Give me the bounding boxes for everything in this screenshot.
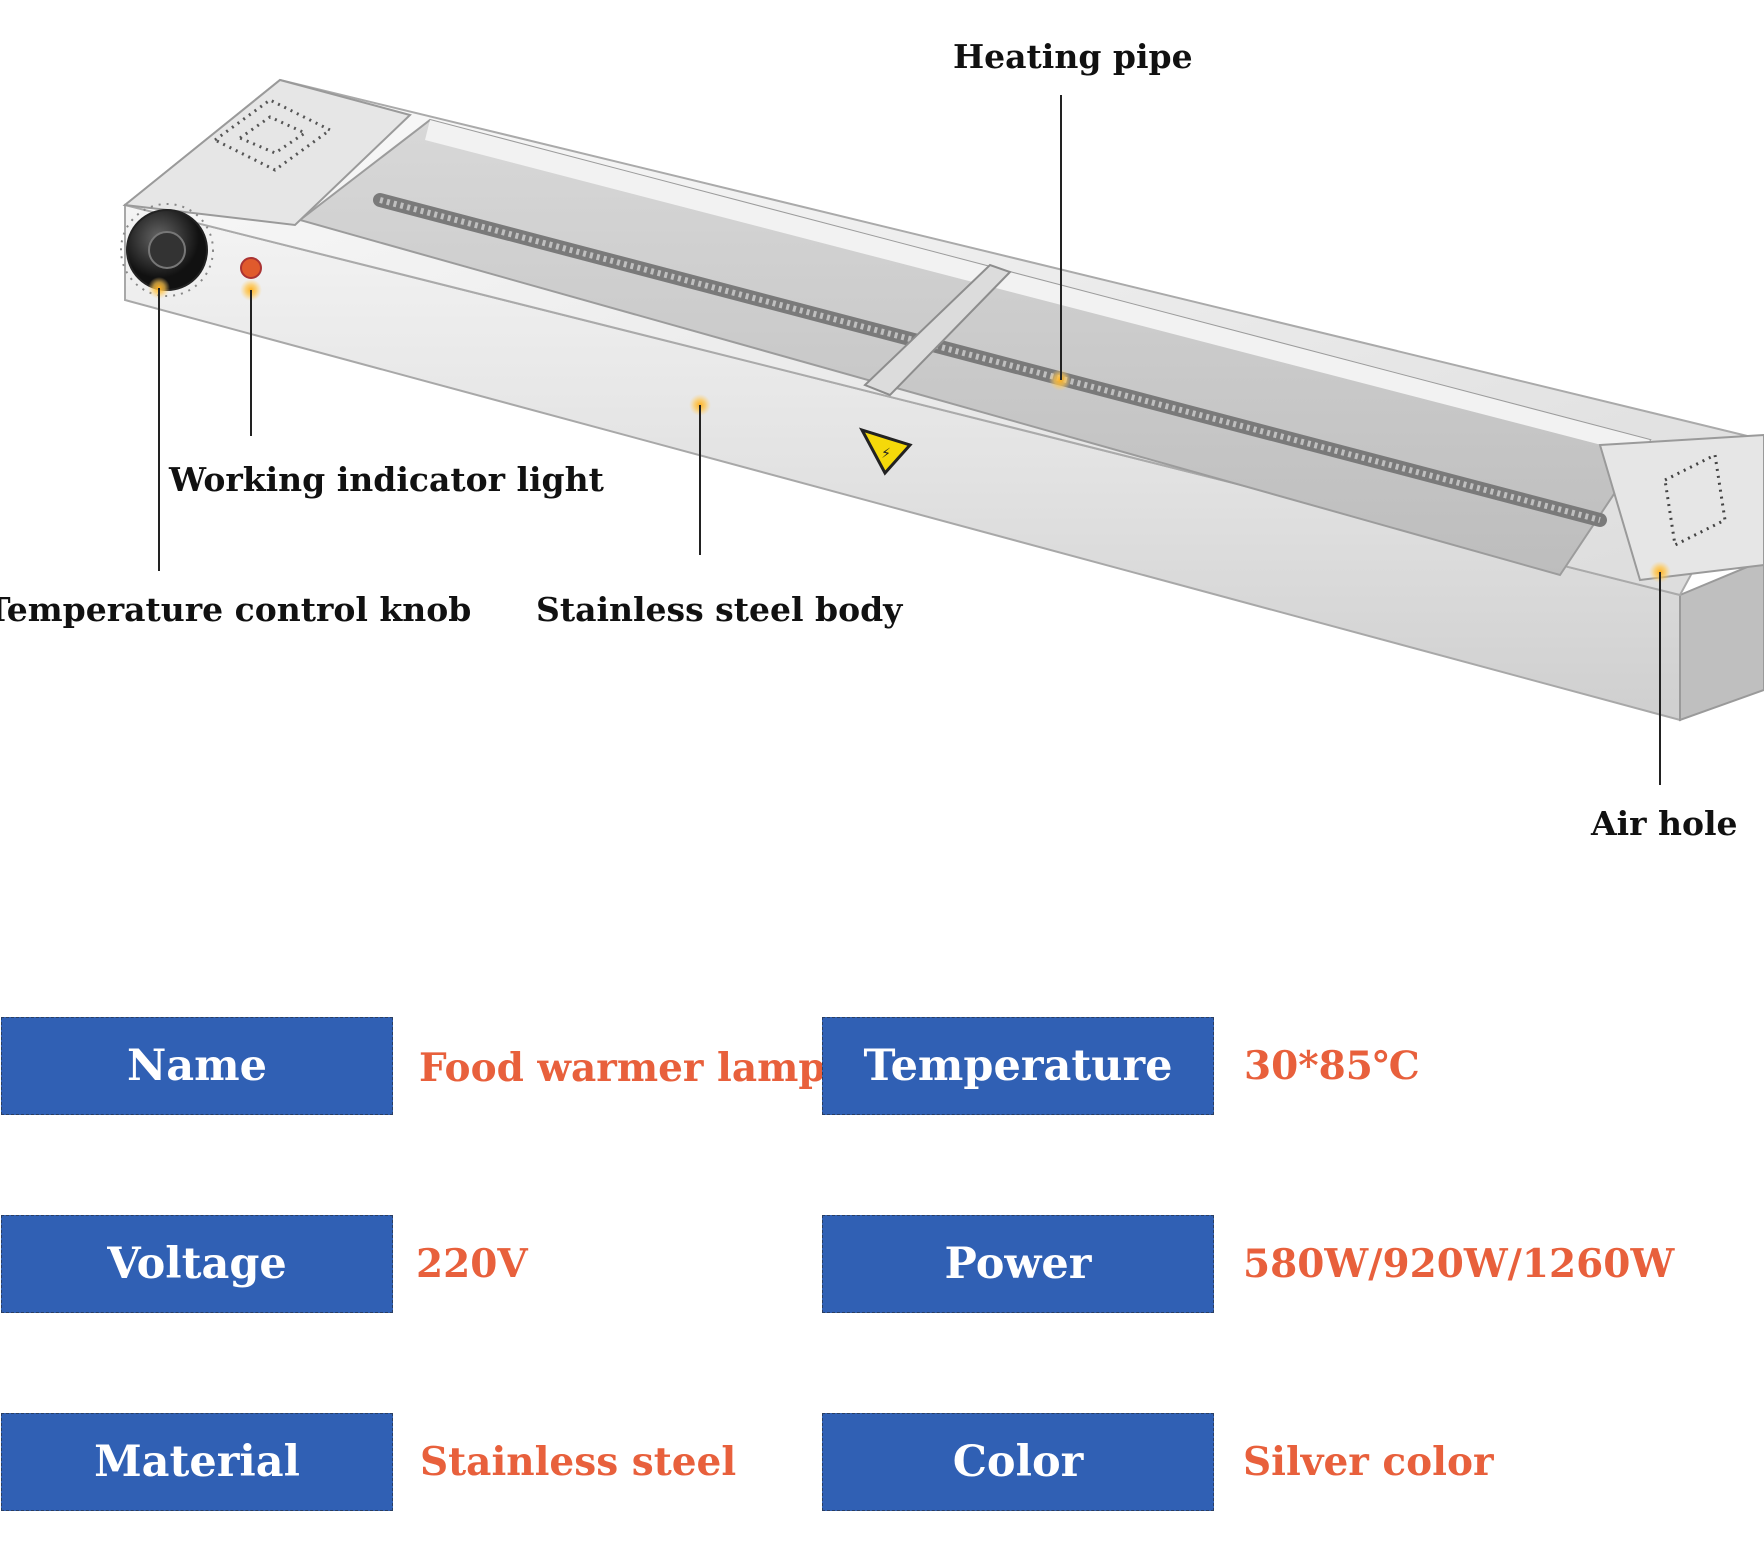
air-hole-panel xyxy=(1598,433,1764,582)
spec-value-voltage: 220V xyxy=(416,1241,528,1287)
spec-value-temperature: 30*85℃ xyxy=(1244,1043,1420,1089)
spec-value-material: Stainless steel xyxy=(420,1439,737,1485)
food-warmer-illustration: ⚡ xyxy=(120,78,1764,785)
warning-sign xyxy=(858,427,913,476)
spec-value-name: Food warmer lamp xyxy=(419,1045,826,1091)
spec-value-color: Silver color xyxy=(1243,1439,1494,1485)
spec-label-name: Name xyxy=(1,1017,393,1115)
temperature-control-knob-label: Temperature control knob xyxy=(0,590,472,629)
air-hole-label: Air hole xyxy=(1591,804,1738,843)
working-indicator-light-label: Working indicator light xyxy=(169,460,604,499)
middle-bracket xyxy=(863,263,1012,397)
indicator-light xyxy=(240,257,262,279)
spec-label-color: Color xyxy=(822,1413,1214,1511)
spec-label-power: Power xyxy=(822,1215,1214,1313)
spec-value-power: 580W/920W/1260W xyxy=(1243,1241,1675,1287)
spec-label-voltage: Voltage xyxy=(1,1215,393,1313)
spec-label-material: Material xyxy=(1,1413,393,1511)
svg-text:⚡: ⚡ xyxy=(881,446,891,462)
stainless-steel-body-label: Stainless steel body xyxy=(536,590,903,629)
control-panel-top xyxy=(122,78,412,227)
heating-pipe-label: Heating pipe xyxy=(953,37,1193,76)
spec-label-temperature: Temperature xyxy=(822,1017,1214,1115)
body-end-face xyxy=(1679,558,1764,722)
